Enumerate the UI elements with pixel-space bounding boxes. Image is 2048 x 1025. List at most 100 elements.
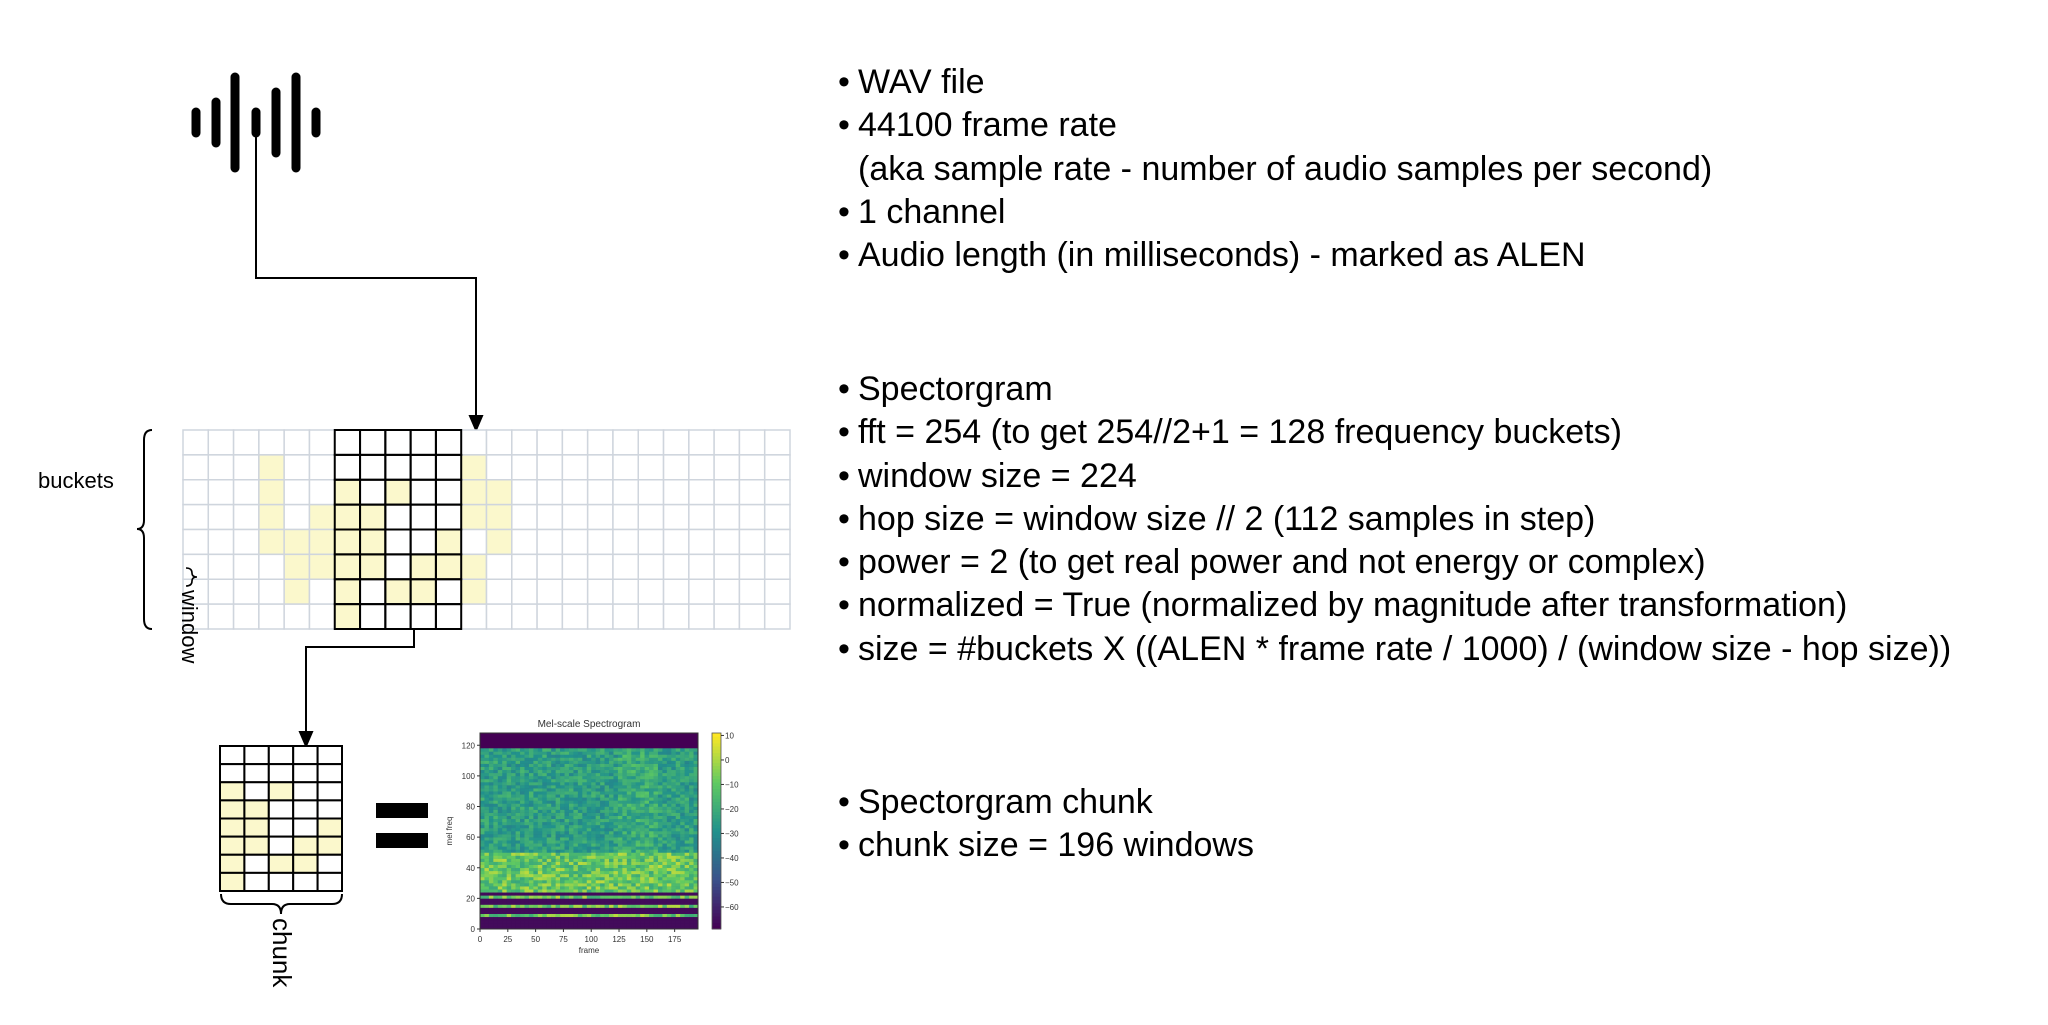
spectrogram-cell <box>502 757 507 761</box>
grid-cell <box>561 528 589 556</box>
grid-cell <box>435 503 462 531</box>
spectrogram-cell <box>666 800 672 804</box>
spectrogram-cell <box>649 889 654 893</box>
spectrogram-cell <box>644 818 650 823</box>
spectrogram-cell <box>573 782 579 786</box>
spectrogram-cell <box>591 757 596 761</box>
grid-cell <box>283 503 311 531</box>
spectrogram-cell <box>528 858 534 862</box>
spectrogram-cell <box>635 769 641 774</box>
spectrogram-cell <box>644 794 650 798</box>
spectrogram-cell <box>604 782 610 786</box>
spectrogram-cell <box>586 843 592 847</box>
spectrogram-cell <box>617 806 623 810</box>
spectrogram-cell <box>551 840 556 844</box>
grid-cell <box>334 454 361 481</box>
spectrogram-cell <box>626 760 632 764</box>
spectrogram-cell <box>493 846 499 850</box>
spectrogram-cell <box>560 907 565 911</box>
spectrogram-cell <box>613 766 619 771</box>
spectrogram-cell <box>542 824 548 829</box>
spectrogram-cell <box>537 791 543 795</box>
spectrogram-cell <box>626 849 632 853</box>
spectrogram-cell <box>675 763 681 767</box>
spectrogram-cell <box>564 907 570 911</box>
spectrogram-cell <box>680 775 685 780</box>
spectrogram-cell <box>649 821 654 826</box>
spectrogram-cell <box>680 831 685 835</box>
spectrogram-cell <box>666 754 672 758</box>
spectrogram-cell <box>484 775 490 780</box>
spectrogram-cell <box>671 837 677 841</box>
spectrogram-cell <box>649 769 654 774</box>
spectrogram-cell <box>560 775 565 780</box>
spectrogram-cell <box>560 751 565 755</box>
spectrogram-cell <box>484 870 490 875</box>
spectrogram-cell <box>684 818 690 823</box>
spectrogram-cell <box>666 892 672 896</box>
spectrogram-cell <box>564 864 570 869</box>
spectrogram-cell <box>622 763 628 767</box>
spectrogram-cell <box>635 919 641 924</box>
spectrogram-cell <box>604 922 610 927</box>
spectrogram-cell <box>497 827 503 832</box>
spectrogram-cell <box>693 794 699 798</box>
spectrogram-cell <box>555 840 561 844</box>
spectrogram-cell <box>653 910 659 914</box>
spectrogram-cell <box>622 910 628 914</box>
spectrogram-cell <box>546 925 552 930</box>
spectrogram-cell <box>689 772 694 777</box>
spectrogram-cell <box>577 883 583 887</box>
spectrogram-cell <box>564 806 570 810</box>
spectrogram-cell <box>573 834 579 838</box>
spectrogram-cell <box>551 824 556 829</box>
spectrogram-cell <box>657 886 663 890</box>
spectrogram-cell <box>631 916 637 921</box>
spectrogram-cell <box>524 870 530 875</box>
spectrogram-cell <box>675 925 681 930</box>
spectrogram-cell <box>591 876 596 881</box>
spectrogram-cell <box>546 782 552 786</box>
spectrogram-cell <box>551 834 556 838</box>
spectrogram-cell <box>564 788 570 792</box>
spectrogram-cell <box>497 824 503 829</box>
spectrogram-cell <box>528 904 534 908</box>
spectrogram-cell <box>600 880 605 884</box>
spectrogram-cell <box>586 880 592 884</box>
spectrogram-cell <box>493 791 499 795</box>
colorbar-segment <box>712 759 721 763</box>
spectrogram-cell <box>626 886 632 890</box>
spectrogram-cell <box>511 843 516 847</box>
spectrogram-cell <box>511 748 516 752</box>
spectrogram-cell <box>484 898 490 902</box>
spectrogram-cell <box>582 831 588 835</box>
spectrogram-cell <box>560 754 565 758</box>
spectrogram-cell <box>564 910 570 914</box>
grid-cell <box>561 603 589 630</box>
grid-cell <box>435 454 462 481</box>
spectrogram-cell <box>560 800 565 804</box>
spectrogram-cell <box>693 824 699 829</box>
spectrogram-cell <box>693 760 699 764</box>
spectrogram-cell <box>595 754 601 758</box>
spectrogram-cell <box>631 794 637 798</box>
spectrogram-cell <box>693 910 699 914</box>
spectrogram-cell <box>560 834 565 838</box>
spectrogram-cell <box>573 873 579 878</box>
grid-cell <box>334 528 361 556</box>
spectrogram-cell <box>671 919 677 924</box>
spectrogram-cell <box>666 760 672 764</box>
spectrogram-cell <box>542 797 548 801</box>
spectrogram-cell <box>657 821 663 826</box>
spectrogram-cell <box>671 904 677 908</box>
spectrogram-cell <box>564 916 570 921</box>
grid-cell <box>359 429 387 456</box>
spectrogram-cell <box>631 837 637 841</box>
spectrogram-cell <box>622 861 628 865</box>
spectrogram-cell <box>631 886 637 890</box>
spectrogram-cell <box>488 772 494 777</box>
spectrogram-cell <box>537 800 543 804</box>
spectrogram-cell <box>560 910 565 914</box>
grid-cell <box>460 454 488 481</box>
spectrogram-cell <box>488 821 494 826</box>
